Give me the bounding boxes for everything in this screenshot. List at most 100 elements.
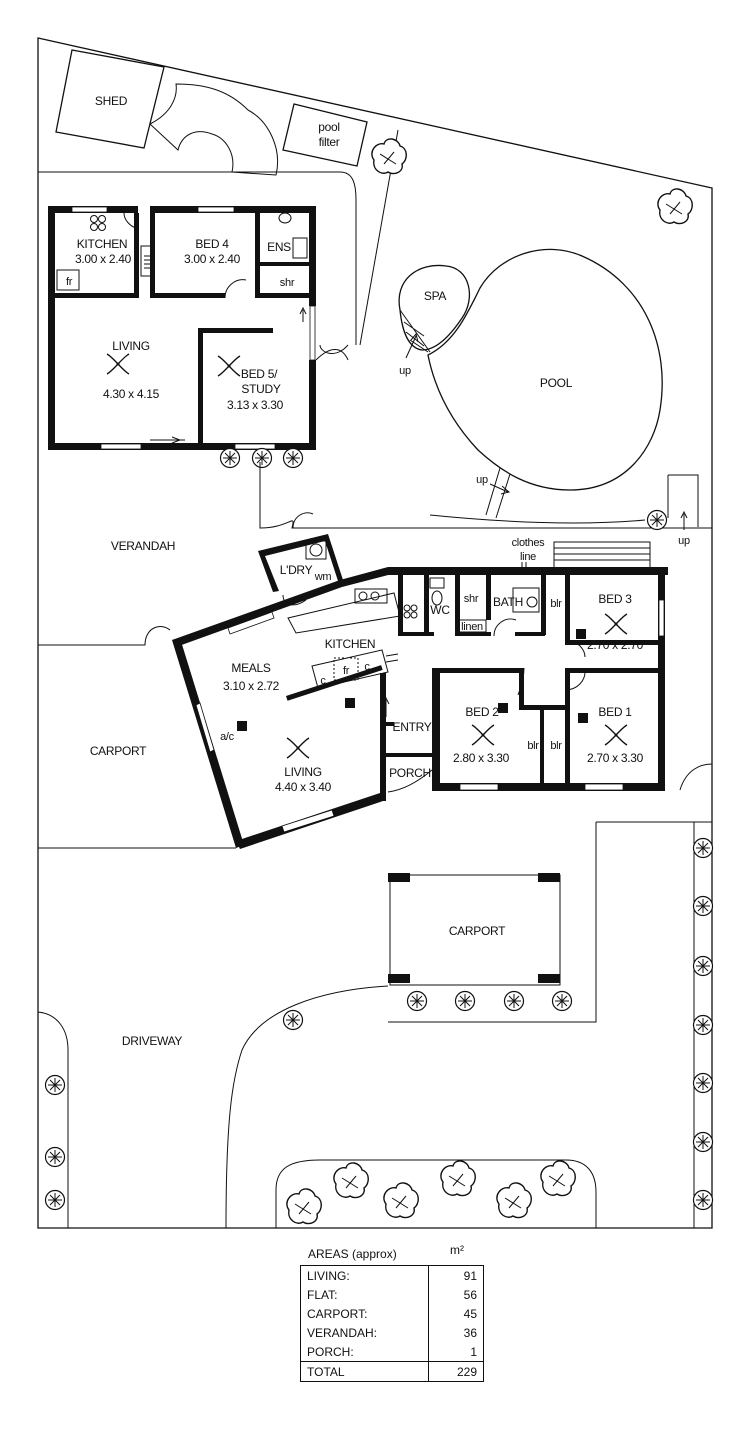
garden-bed xyxy=(275,1159,597,1228)
fridge-label: fr xyxy=(343,665,350,677)
carport-label: CARPORT xyxy=(90,744,147,758)
areas-table: AREAS (approx) m² LIVING: 91 FLAT:56 CARP… xyxy=(300,1241,484,1382)
shed-outline xyxy=(55,49,165,149)
flat-living-dim: 4.30 x 4.15 xyxy=(103,387,160,401)
verandah-edge xyxy=(259,462,712,529)
bath-label: BATH xyxy=(493,595,523,609)
areas-title: AREAS (approx) xyxy=(308,1247,397,1261)
area-name: VERANDAH: xyxy=(307,1325,378,1340)
flat-kitchen-dim: 3.00 x 2.40 xyxy=(75,252,132,266)
bed2-dim: 2.80 x 3.30 xyxy=(453,751,510,765)
pool-filter-label: filter xyxy=(319,135,340,149)
pool-steps xyxy=(485,467,511,519)
areas-unit: m² xyxy=(450,1243,464,1257)
area-name: LIVING: xyxy=(307,1268,350,1283)
table-row: FLAT:56 xyxy=(301,1285,484,1304)
living-dim: 4.40 x 3.40 xyxy=(275,780,332,794)
shrub-icon xyxy=(282,447,304,469)
pool-label: POOL xyxy=(540,376,573,390)
entry-label: ENTRY xyxy=(393,720,432,734)
bed1-label: BED 1 xyxy=(598,705,632,719)
area-name: PORCH: xyxy=(307,1344,354,1359)
fridge-label: fr xyxy=(66,276,73,288)
robe-label: blr xyxy=(527,740,539,752)
shed-path xyxy=(149,83,279,176)
up-label: up xyxy=(476,474,488,486)
ceiling-fan-icon xyxy=(106,353,130,375)
table-row: CARPORT: 45 xyxy=(301,1304,484,1323)
up-arrow-icon xyxy=(405,332,419,359)
washer-label: wm xyxy=(314,571,332,583)
up-label: up xyxy=(399,365,411,377)
ceiling-fan-icon xyxy=(604,724,628,746)
aircon-label: a/c xyxy=(220,731,235,743)
shrub-icon xyxy=(251,447,273,469)
meals-dim: 3.10 x 2.72 xyxy=(223,679,280,693)
wc-label: WC xyxy=(430,603,450,617)
table-row: VERANDAH: 36 xyxy=(301,1323,484,1342)
meals-label: MEALS xyxy=(231,661,270,675)
area-value: 56 xyxy=(428,1285,484,1304)
verandah-label: VERANDAH xyxy=(111,539,175,553)
shrub-icon xyxy=(219,447,241,469)
laundry-label: L'DRY xyxy=(280,563,313,577)
bed2-label: BED 2 xyxy=(465,705,499,719)
table-row: PORCH: 1 xyxy=(301,1342,484,1362)
ceiling-fan-icon xyxy=(604,613,628,635)
cupboard-label: c xyxy=(320,675,326,687)
tree-icon xyxy=(371,138,407,175)
total-name: TOTAL xyxy=(300,1361,429,1382)
ceiling-fan-icon xyxy=(217,355,241,377)
bed4-dim: 3.00 x 2.40 xyxy=(184,252,241,266)
area-value: 1 xyxy=(428,1342,484,1362)
driveway-edge xyxy=(225,985,389,1229)
bed3-label: BED 3 xyxy=(598,592,632,606)
trees xyxy=(44,509,714,1225)
driveway-label: DRIVEWAY xyxy=(122,1034,183,1048)
spa-steps xyxy=(399,309,431,353)
carport-edge xyxy=(38,626,171,646)
robe-label: blr xyxy=(550,740,562,752)
verandah-gate xyxy=(292,512,314,529)
area-value: 91 xyxy=(428,1265,484,1285)
cupboard-label: c xyxy=(364,661,370,673)
bed5-label: STUDY xyxy=(241,382,280,396)
clothes-line xyxy=(521,541,651,574)
bed5-dim: 3.13 x 3.30 xyxy=(227,398,284,412)
ceiling-fan-icon xyxy=(286,737,310,759)
spa-outline xyxy=(398,264,471,351)
main-house: c c xyxy=(172,534,668,849)
pool-filter-outline xyxy=(282,103,368,167)
clothes-line-label: clothes xyxy=(512,537,546,549)
pool-filter-label: pool xyxy=(318,120,340,134)
spa-label: SPA xyxy=(424,289,447,303)
bed1-dim: 2.70 x 3.30 xyxy=(587,751,644,765)
shower-label: shr xyxy=(280,277,295,289)
driveway-edge xyxy=(37,1011,69,1228)
clothes-line-label: line xyxy=(520,551,536,563)
shower-label: shr xyxy=(464,593,479,605)
area-value: 45 xyxy=(428,1304,484,1323)
bed5-label: BED 5/ xyxy=(241,367,278,381)
pool-fence xyxy=(667,474,699,527)
linen-label: linen xyxy=(461,621,483,633)
total-value: 229 xyxy=(428,1361,484,1382)
gate xyxy=(319,344,349,354)
area-name: CARPORT: xyxy=(307,1306,368,1321)
carport-label: CARPORT xyxy=(449,924,506,938)
garden-edge xyxy=(38,171,357,345)
ensuite-label: ENS xyxy=(267,240,291,254)
table-row: LIVING: 91 xyxy=(301,1265,484,1285)
shed-label: SHED xyxy=(95,94,128,108)
flat-living-label: LIVING xyxy=(112,339,150,353)
porch-label: PORCH xyxy=(389,766,431,780)
kitchen-label: KITCHEN xyxy=(325,637,376,651)
area-value: 36 xyxy=(428,1323,484,1342)
yard-edge xyxy=(679,763,713,791)
up-arrow-icon xyxy=(680,510,688,530)
living-label: LIVING xyxy=(284,765,322,779)
ceiling-fan-icon xyxy=(471,724,495,746)
robe-label: blr xyxy=(550,598,562,610)
bed3-dim: 2.70 x 2.70 xyxy=(587,638,644,652)
